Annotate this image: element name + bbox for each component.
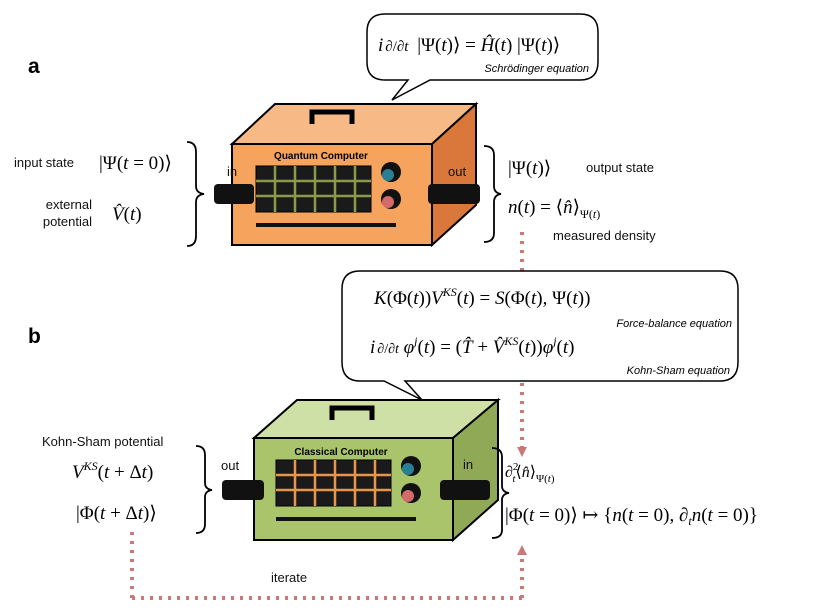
- schrodinger-equation: i∂/∂t |Ψ(t)⟩ = Ĥ(t) |Ψ(t)⟩: [378, 34, 560, 56]
- classical-input-port: [440, 480, 490, 500]
- iterate-loop: [130, 532, 527, 600]
- classical-input-brace: [491, 447, 510, 539]
- quantum-computer-title: Quantum Computer: [274, 151, 368, 162]
- input-state-label: input state: [14, 155, 74, 170]
- quantum-grid: [256, 166, 371, 212]
- density-math: n(t) = ⟨n̂⟩Ψ(t): [508, 197, 600, 221]
- phi-next-math: |Φ(t + Δt)⟩: [76, 503, 157, 524]
- force-balance-equation: K(Φ(t))VKS(t) = S(Φ(t), Ψ(t)): [373, 285, 590, 309]
- input-brace: [186, 141, 205, 247]
- kohn-sham-potential-label: Kohn-Sham potential: [42, 434, 164, 449]
- port-out-label-a: out: [448, 164, 466, 179]
- external-potential-math: V̂(t): [112, 204, 142, 225]
- classical-grid: [276, 460, 391, 506]
- schrodinger-caption: Schrödinger equation: [484, 63, 589, 75]
- external-label: external: [46, 197, 92, 212]
- kohn-sham-output-brace: [195, 445, 213, 534]
- quantum-computer: Quantum Computer: [229, 101, 479, 248]
- ks-potential-math: VKS(t + Δt): [72, 459, 153, 483]
- port-in-label-b: in: [463, 457, 473, 472]
- potential-label: potential: [43, 214, 92, 229]
- panel-label-b: b: [28, 325, 41, 348]
- schrodinger-bubble: i∂/∂t |Ψ(t)⟩ = Ĥ(t) |Ψ(t)⟩ Schrödinger e…: [366, 13, 599, 101]
- quantum-output-port: [428, 184, 480, 204]
- initial-state-map-math: |Φ(t = 0)⟩ ↦ {n(t = 0), ∂tn(t = 0)}: [505, 505, 758, 528]
- iterate-label: iterate: [271, 570, 307, 585]
- classical-computer-title: Classical Computer: [294, 447, 387, 458]
- port-out-label-b: out: [221, 458, 239, 473]
- classical-output-port: [222, 480, 264, 500]
- panel-label-a: a: [28, 55, 40, 78]
- classical-computer: Classical Computer: [251, 397, 501, 543]
- input-state-math: |Ψ(t = 0)⟩: [99, 153, 172, 174]
- quantum-input-port: [214, 184, 254, 204]
- kohn-sham-equation: i∂/∂t φj(t) = (T̂ + V̂KS(t))φj(t): [370, 334, 574, 358]
- force-balance-caption: Force-balance equation: [616, 318, 732, 330]
- output-brace: [483, 145, 502, 243]
- output-state-math: |Ψ(t)⟩: [508, 158, 551, 179]
- port-in-label-a: in: [227, 164, 237, 179]
- output-state-label: output state: [586, 160, 654, 175]
- measured-density-label: measured density: [553, 228, 656, 243]
- kohn-sham-bubble: K(Φ(t))VKS(t) = S(Φ(t), Ψ(t)) Force-bala…: [341, 270, 739, 401]
- kohn-sham-caption: Kohn-Sham equation: [627, 365, 730, 377]
